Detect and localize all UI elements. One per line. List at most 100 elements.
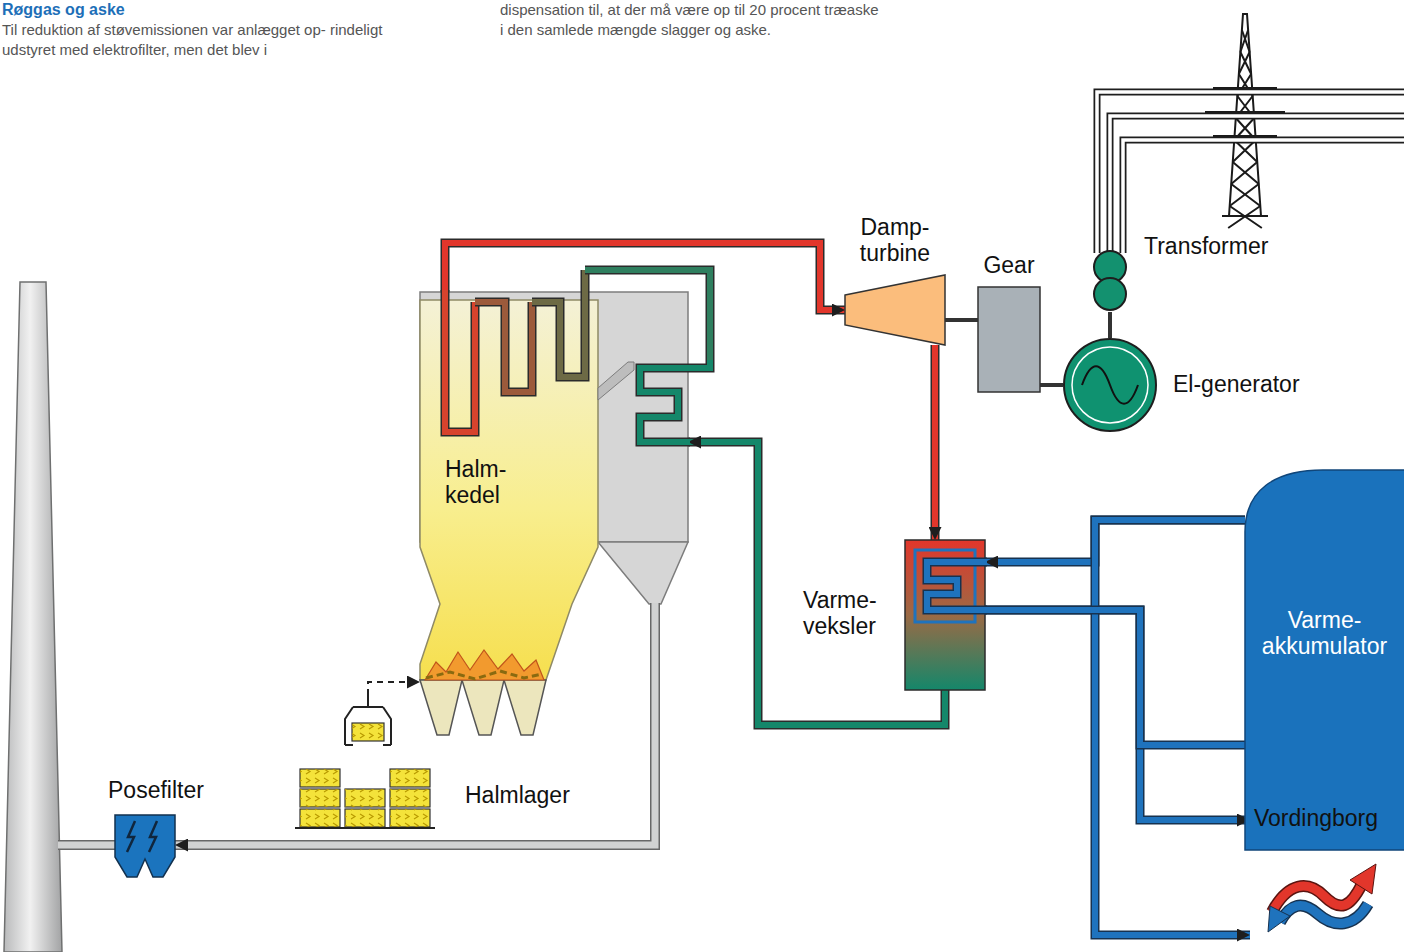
pipe-line	[175, 735, 655, 845]
pipe-line	[1095, 520, 1250, 935]
arrow-head	[1268, 906, 1290, 932]
pipe-connector	[935, 345, 936, 540]
pipe-casing	[985, 520, 1245, 562]
node-label: Damp- turbine	[860, 215, 930, 267]
flames	[425, 650, 544, 680]
path-part	[1240, 30, 1249, 52]
bale-texture	[345, 789, 385, 807]
steam-turbine: Damp- turbine	[845, 275, 945, 345]
tank	[1245, 470, 1404, 850]
pipe-line	[985, 610, 1245, 745]
bale-texture	[390, 789, 430, 807]
node-label: El-generator	[1173, 372, 1300, 398]
pipe-casing	[985, 610, 1245, 745]
node-shape	[295, 695, 435, 830]
section-heading: Røggas og aske	[2, 0, 422, 20]
path-part	[1097, 92, 1404, 253]
pipe-casing	[1095, 520, 1250, 935]
shape-group	[905, 540, 987, 690]
shape-group	[115, 815, 175, 877]
node-shape	[905, 540, 985, 690]
straw-bale	[300, 809, 340, 827]
boiler: Halm- kedel	[420, 292, 688, 735]
pipe-casing	[585, 270, 710, 360]
node-label: Transformer	[1144, 234, 1268, 260]
pipe	[475, 302, 532, 392]
body-text: dispensation til, at der må være op til …	[500, 0, 885, 40]
filter-body	[115, 815, 175, 877]
grabbed-bale	[352, 723, 384, 741]
chimney	[4, 282, 62, 952]
shape-group	[1268, 864, 1376, 932]
cyclone	[598, 542, 688, 604]
pipe-connector	[175, 735, 655, 845]
node-shape	[845, 275, 945, 345]
bale-texture	[300, 809, 340, 827]
node-label: Halm- kedel	[445, 457, 506, 509]
generator-ring	[1072, 347, 1148, 423]
node-label: Gear	[983, 253, 1034, 279]
gear-box	[978, 287, 1040, 392]
straw-bale	[390, 789, 430, 807]
shape-group	[845, 275, 945, 345]
straw-bale	[390, 809, 430, 827]
pipe-casing	[1280, 904, 1368, 923]
pipe	[640, 360, 710, 442]
pipe-line	[368, 682, 420, 695]
power-lines	[1097, 92, 1404, 253]
bale-texture	[352, 723, 384, 741]
pipe-connector	[985, 610, 1250, 820]
gearbox: Gear	[978, 287, 1040, 392]
pipe	[585, 270, 710, 360]
bale-texture	[390, 809, 430, 827]
bale-texture	[300, 789, 340, 807]
node-label: Posefilter	[108, 778, 204, 804]
pipe-casing	[175, 735, 655, 845]
straw-store: Halmlager	[295, 695, 435, 830]
path-part	[1110, 116, 1404, 253]
transformer-coil	[1094, 278, 1126, 310]
shape-group	[1064, 339, 1156, 431]
straw-bale	[345, 809, 385, 827]
bale-texture	[345, 809, 385, 827]
bag-filter: Posefilter	[115, 815, 175, 877]
straw-bale	[300, 789, 340, 807]
pipe-connector	[1040, 385, 1063, 386]
node-shape	[115, 815, 175, 877]
pipe-connector	[985, 520, 1245, 562]
node-shape	[1245, 470, 1404, 850]
path-part	[58, 840, 117, 850]
pipe-casing	[927, 562, 987, 610]
flue-duct	[652, 603, 659, 736]
shape-group	[1094, 251, 1126, 310]
turbine-body	[845, 275, 945, 345]
duct-to-chimney	[58, 845, 117, 846]
path-part	[1230, 184, 1261, 206]
node-shape	[420, 292, 688, 735]
shape-group	[978, 287, 1040, 392]
pipe-line	[985, 520, 1245, 562]
pipe-casing	[445, 290, 475, 432]
transformer: Transformer	[1092, 250, 1128, 312]
node-label: Varme- veksler	[803, 588, 877, 640]
pipe-connector	[1110, 312, 1111, 338]
body-text: Til reduktion af støvemissionen var anlæ…	[2, 20, 427, 60]
path-part	[58, 842, 117, 849]
generator-body	[1064, 339, 1156, 431]
pipe-connector	[368, 682, 420, 695]
node-label: Vordingborg	[1254, 806, 1378, 832]
node-label: Halmlager	[465, 783, 570, 809]
pipe-connector	[945, 320, 978, 321]
pipe-line	[1108, 312, 1112, 338]
pipe-connector	[1095, 520, 1250, 935]
pipe	[532, 270, 585, 377]
baffle	[598, 362, 634, 400]
flue-duct	[650, 603, 660, 736]
pipe	[1280, 904, 1368, 923]
bale-texture	[390, 769, 430, 787]
pipe-line	[945, 318, 978, 322]
